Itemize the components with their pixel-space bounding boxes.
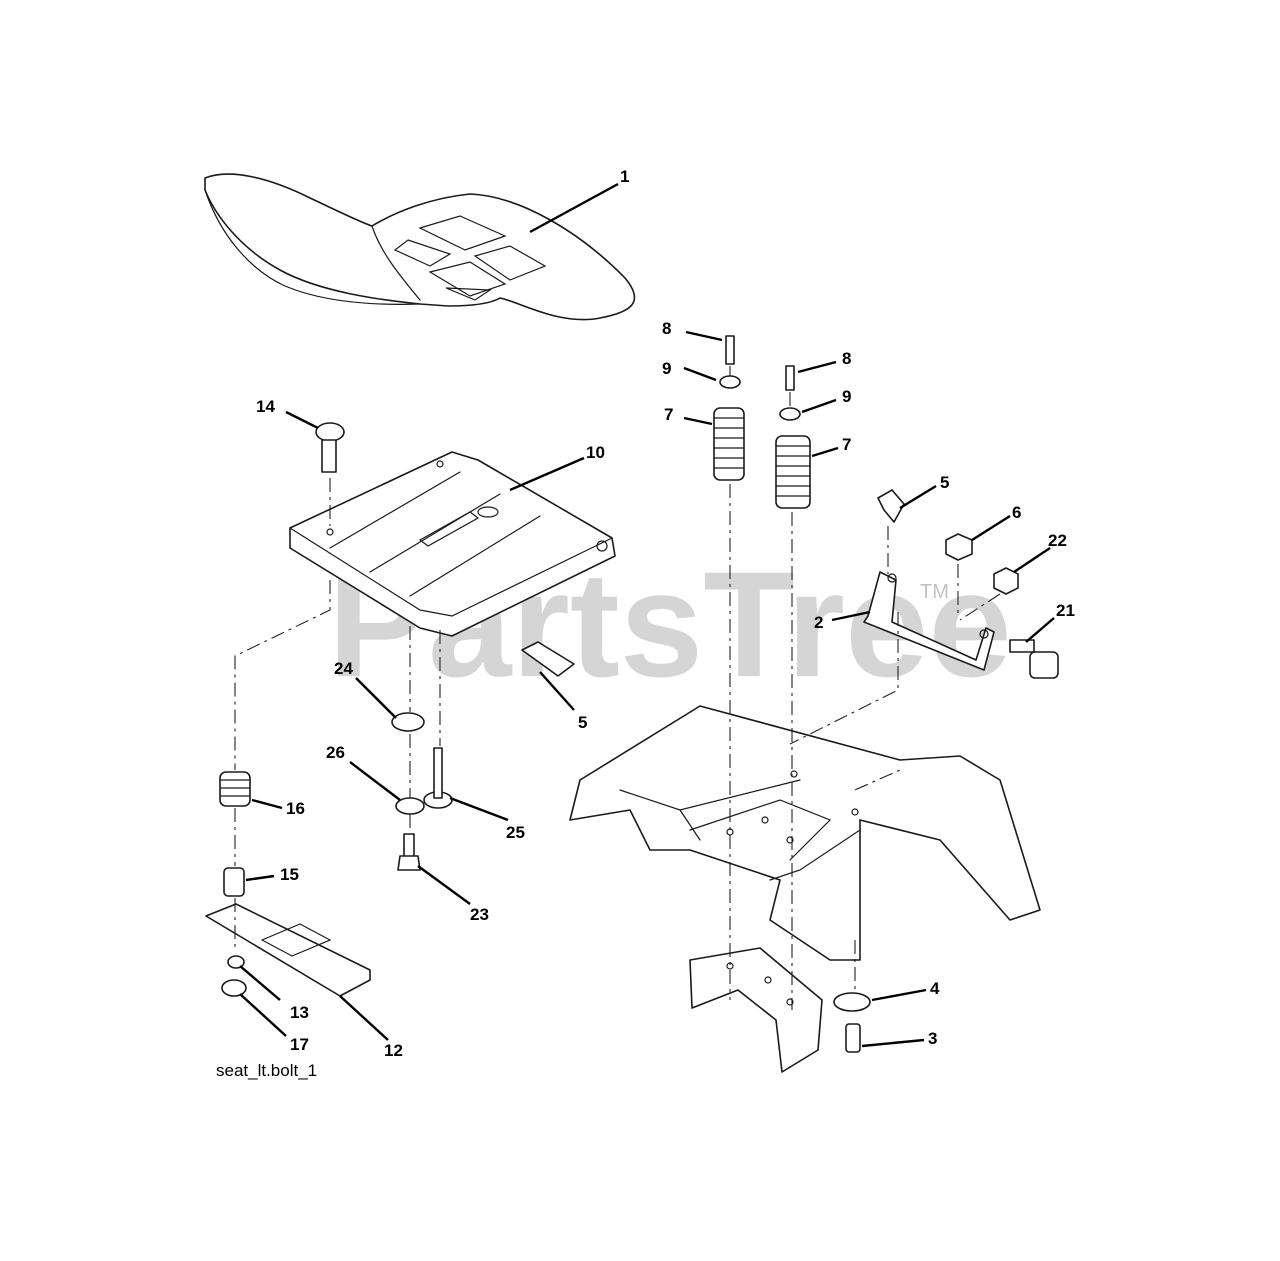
bolt-25-part [423, 747, 453, 809]
callout-9-left: 9 [662, 359, 671, 378]
bolt-3-part [845, 1023, 861, 1053]
callout-5-lower: 5 [578, 713, 587, 732]
callout-9-right: 9 [842, 387, 851, 406]
callout-3: 3 [928, 1029, 937, 1048]
callout-7-right: 7 [842, 435, 851, 454]
bolt-23-part [397, 833, 421, 871]
callout-5-upper: 5 [940, 473, 949, 492]
callout-24: 24 [334, 659, 353, 678]
washer-4-part [833, 992, 871, 1012]
callout-12: 12 [384, 1041, 403, 1060]
spacer-15-part [223, 867, 245, 897]
callout-2: 2 [814, 613, 823, 632]
bolt-21-part [1009, 639, 1059, 679]
diagram-caption: seat_lt.bolt_1 [216, 1061, 317, 1080]
seat-pan-part [289, 451, 616, 637]
nut-6-part [945, 533, 973, 561]
callout-23: 23 [470, 905, 489, 924]
frame-part [569, 705, 1041, 961]
callout-13: 13 [290, 1003, 309, 1022]
bolt-8-right-part [785, 365, 795, 391]
bolt-14-part [315, 422, 345, 473]
clip-5-lower-part [521, 641, 575, 677]
callout-15: 15 [280, 865, 299, 884]
lower-bracket-part [689, 947, 823, 1073]
assembly-lines [234, 366, 1001, 1010]
washer-9-right-part [779, 407, 801, 421]
callout-14: 14 [256, 397, 275, 416]
spring-7-left-part [713, 407, 745, 481]
callout-4: 4 [930, 979, 940, 998]
callout-22: 22 [1048, 531, 1067, 550]
callout-16: 16 [286, 799, 305, 818]
washer-24-part [391, 712, 425, 732]
watermark-trademark: TM [920, 581, 949, 603]
bolt-8-left-part [725, 335, 735, 365]
callout-7-left: 7 [664, 405, 673, 424]
nut-22-part [993, 567, 1019, 595]
callout-10: 10 [586, 443, 605, 462]
seat-part [204, 173, 636, 321]
callout-1: 1 [620, 167, 629, 186]
washer-26-part [395, 797, 425, 815]
callout-leaders [239, 182, 1055, 1048]
callout-8-right: 8 [842, 349, 851, 368]
callout-6: 6 [1012, 503, 1021, 522]
callout-17: 17 [290, 1035, 309, 1054]
clip-5-part [877, 489, 905, 523]
callout-25: 25 [506, 823, 525, 842]
washer-17-part [221, 979, 247, 997]
callout-8-left: 8 [662, 319, 671, 338]
spring-7-right-part [775, 435, 811, 509]
nut-13-part [227, 955, 245, 969]
callout-26: 26 [326, 743, 345, 762]
callout-labels: 1 14 10 8 9 7 8 9 7 5 6 22 2 21 24 5 26 … [256, 167, 1075, 1060]
callout-21: 21 [1056, 601, 1075, 620]
bracket-2-part [863, 571, 995, 671]
washer-9-left-part [719, 375, 741, 389]
plate-12-part [205, 903, 371, 997]
spring-16-part [219, 771, 251, 807]
